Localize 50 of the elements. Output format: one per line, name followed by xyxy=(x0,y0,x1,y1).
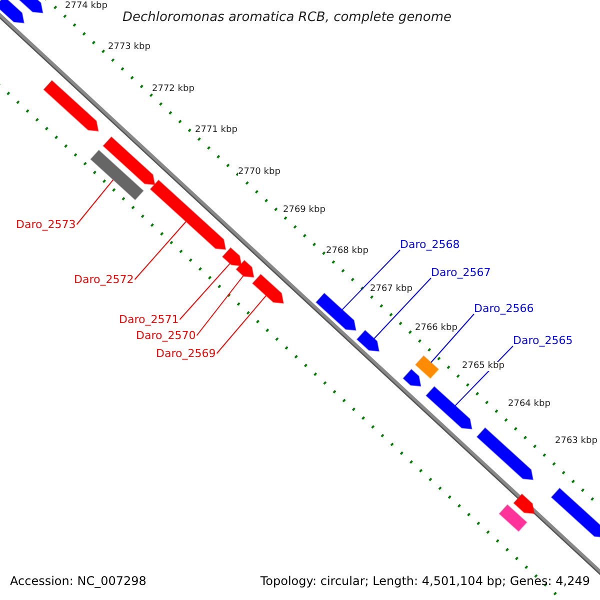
gene-label: Daro_2568 xyxy=(400,239,460,250)
leader-line xyxy=(216,295,267,354)
position-label: 2767 kbp xyxy=(370,285,412,294)
position-label: 2770 kbp xyxy=(238,168,280,177)
position-label: 2774 kbp xyxy=(65,2,108,11)
gene-label: Daro_2567 xyxy=(431,267,491,278)
gene-feature xyxy=(150,180,226,250)
position-label: 2773 kbp xyxy=(108,43,150,52)
gene-feature xyxy=(476,427,534,480)
leader-line xyxy=(76,179,114,225)
leader-line xyxy=(179,262,230,320)
leader-line xyxy=(342,250,400,310)
gene-feature xyxy=(316,292,356,331)
gene-feature xyxy=(513,493,535,514)
position-label: 2768 kbp xyxy=(326,247,368,256)
gene-segment xyxy=(414,355,440,379)
gene-feature xyxy=(252,274,284,304)
gene-feature xyxy=(426,386,472,430)
gene-label: Daro_2569 xyxy=(156,348,216,359)
footer-text: Topology: circular; Length: 4,501,104 bp; Genes: 4,249 xyxy=(260,575,590,587)
position-label: 2765 kbp xyxy=(462,362,504,371)
gene-label: Daro_2565 xyxy=(513,335,573,346)
gene-feature xyxy=(402,368,422,387)
gene-segment xyxy=(90,150,144,200)
gene-label: Daro_2573 xyxy=(16,219,76,230)
gene-feature xyxy=(18,0,44,14)
position-label: 2772 kbp xyxy=(152,85,194,94)
gene-feature xyxy=(43,80,99,132)
gene-feature xyxy=(550,488,600,538)
gene-feature xyxy=(236,260,254,278)
gene-segment xyxy=(498,504,528,532)
gene-label: Daro_2572 xyxy=(74,274,134,285)
footer-text: Accession: NC_007298 xyxy=(10,575,146,587)
leader-line xyxy=(374,278,432,340)
leader-line xyxy=(430,314,474,363)
position-label: 2769 kbp xyxy=(283,206,326,215)
gene-feature xyxy=(222,247,242,266)
position-label: 2764 kbp xyxy=(508,400,550,409)
gene-label: Daro_2571 xyxy=(119,314,179,325)
gene-label: Daro_2566 xyxy=(474,303,534,314)
leader-line xyxy=(134,221,187,280)
gene-label: Daro_2570 xyxy=(136,330,196,341)
title: Dechloromonas aromatica RCB, complete genome xyxy=(121,11,453,24)
leader-line xyxy=(196,275,244,336)
gene-feature xyxy=(356,330,380,352)
position-label: 2766 kbp xyxy=(415,324,458,333)
position-label: 2771 kbp xyxy=(195,126,238,135)
gene-feature xyxy=(0,0,24,24)
gene-feature xyxy=(102,136,156,186)
position-label: 2763 kbp xyxy=(555,437,598,446)
